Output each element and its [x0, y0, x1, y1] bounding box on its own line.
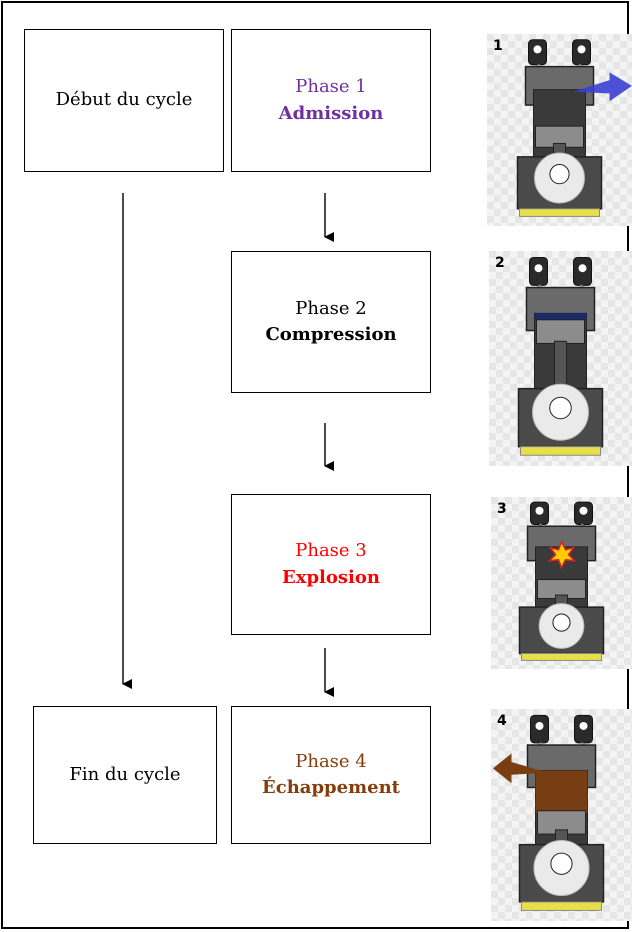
phase-2-box: Phase 2 Compression — [231, 251, 431, 393]
engine-body — [516, 39, 632, 217]
phase-3-number: Phase 3 — [295, 540, 367, 562]
engine-body — [493, 714, 605, 911]
phase-3-title: Explosion — [282, 566, 380, 588]
engine-illustration-3: 3 — [491, 497, 632, 669]
phase-3-box: Phase 3 Explosion — [231, 494, 431, 635]
engine-step-number: 2 — [495, 255, 505, 271]
engine-body — [517, 256, 604, 456]
start-box-label: Début du cycle — [55, 89, 193, 111]
phase-1-title: Admission — [278, 102, 384, 124]
phase-4-box: Phase 4 Échappement — [231, 706, 431, 844]
phase-2-title: Compression — [265, 324, 397, 345]
end-box-label: Fin du cycle — [69, 763, 181, 785]
end-box: Fin du cycle — [33, 706, 217, 844]
engine-step-number: 3 — [497, 501, 507, 517]
start-box: Début du cycle — [24, 29, 224, 172]
phase-1-number: Phase 1 — [295, 76, 367, 98]
phase-1-box: Phase 1 Admission — [231, 29, 431, 172]
phase-4-title: Échappement — [262, 777, 400, 798]
engine-illustration-1: 1 — [487, 34, 632, 226]
engine-step-number: 4 — [497, 713, 507, 729]
phase-4-number: Phase 4 — [295, 750, 367, 772]
engine-step-number: 1 — [493, 38, 503, 54]
phase-2-number: Phase 2 — [295, 297, 367, 319]
engine-illustration-4: 4 — [491, 709, 632, 921]
engine-body — [518, 501, 605, 661]
engine-illustration-2: 2 — [489, 251, 632, 466]
